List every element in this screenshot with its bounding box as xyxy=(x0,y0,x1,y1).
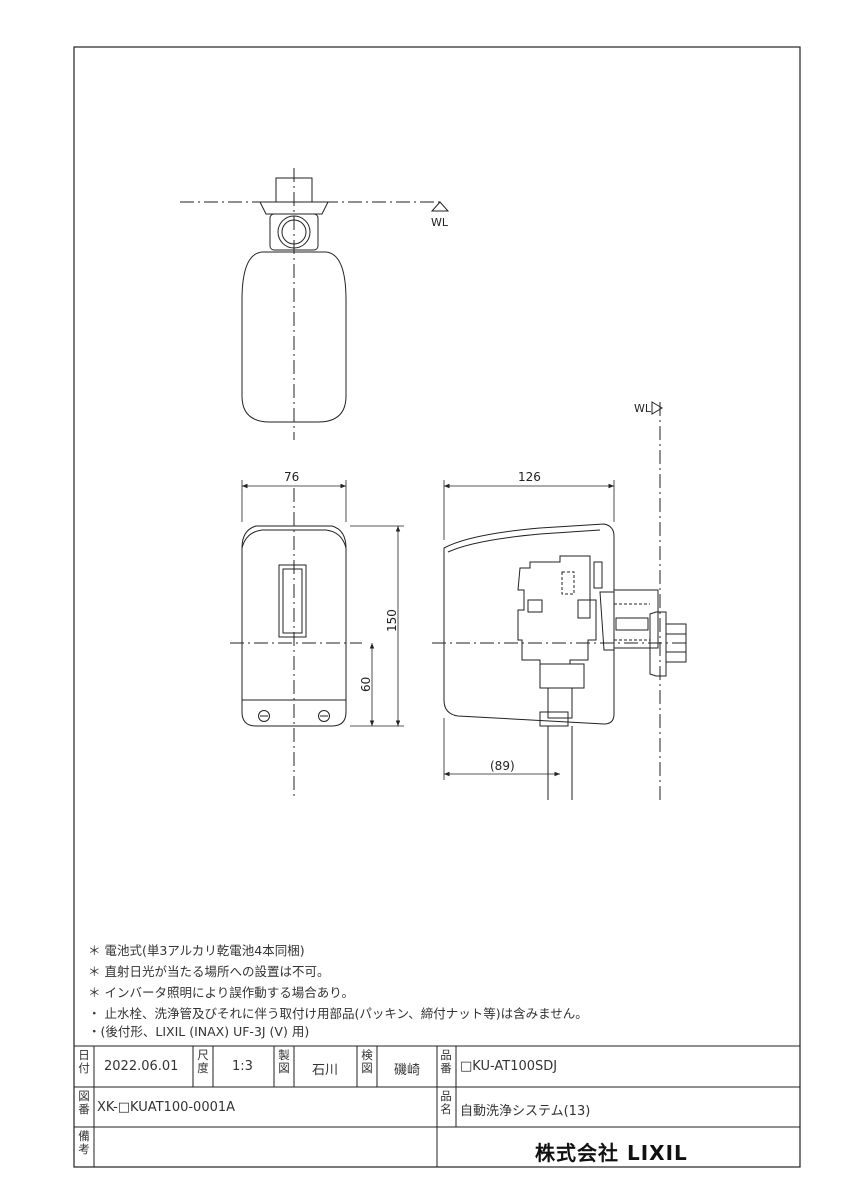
company-logo: 株式会社 LIXIL xyxy=(535,1141,688,1165)
titleblock-grid xyxy=(74,1045,800,1167)
flush-coupling xyxy=(547,687,573,719)
side-view xyxy=(432,401,690,800)
date-label: 日付 xyxy=(78,1048,90,1075)
body-front-outline xyxy=(241,525,347,727)
date-value: 2022.06.01 xyxy=(104,1059,179,1074)
wl-label-side: WL xyxy=(634,402,652,415)
screw-left xyxy=(258,710,270,722)
checked-value: 磯崎 xyxy=(394,1063,421,1078)
side-cover-line xyxy=(447,529,601,553)
inlet-nut xyxy=(649,611,667,677)
flush-nut xyxy=(539,711,569,727)
dim-inlet-label: 60 xyxy=(359,677,373,692)
rear-plate xyxy=(599,591,615,651)
scale-value: 1:3 xyxy=(232,1059,253,1074)
wl-marker-side xyxy=(651,401,663,415)
part-no-label: 品番 xyxy=(440,1048,452,1075)
valve-block-a xyxy=(527,599,543,613)
dim-width-label: 76 xyxy=(284,470,299,484)
inlet-pipe-end xyxy=(665,623,687,663)
valve-clip xyxy=(593,561,603,589)
remarks-label: 備考 xyxy=(78,1129,90,1156)
drawing-no-label: 図番 xyxy=(78,1089,90,1116)
valve-block-b xyxy=(577,599,591,619)
checked-label: 検図 xyxy=(361,1048,373,1075)
inlet-housing-top xyxy=(269,213,319,251)
dim-depth-label: 126 xyxy=(518,470,541,484)
sensor-window-inner xyxy=(282,568,303,634)
dim-height-label: 150 xyxy=(385,609,399,632)
note-sunlight: ＊ 直射日光が当たる場所への設置は不可。 xyxy=(88,964,330,979)
product-label: 品名 xyxy=(440,1089,452,1116)
screw-right xyxy=(318,710,330,722)
note-retrofit: ・(後付形、LIXIL (INAX) UF-3J (V) 用) xyxy=(88,1024,310,1039)
note-parts: ・ 止水栓、洗浄管及びそれに伴う取付け用部品(パッキン、締付ナット等)は含みませ… xyxy=(88,1006,588,1021)
drawn-value: 石川 xyxy=(312,1063,339,1078)
dim-offset-label: (89) xyxy=(490,759,515,773)
note-inverter: ＊ インバータ照明により誤作動する場合あり。 xyxy=(88,985,354,1000)
front-dimensions xyxy=(241,480,404,727)
wl-marker-top xyxy=(430,201,450,212)
note-battery: ＊ 電池式(単3アルカリ乾電池4本同梱) xyxy=(88,943,305,958)
product-value: 自動洗浄システム(13) xyxy=(460,1104,591,1119)
sensor-window-outer xyxy=(278,564,307,638)
top-cover-line xyxy=(241,529,347,549)
valve-port-dashed xyxy=(561,571,575,595)
part-no-value: □KU-AT100SDJ xyxy=(460,1059,558,1074)
inlet-adapter xyxy=(613,589,659,649)
front-view xyxy=(230,488,362,800)
valve-body xyxy=(517,555,597,665)
side-dimensions xyxy=(443,480,615,780)
wl-label-top: WL xyxy=(431,216,449,229)
flush-outlet xyxy=(539,663,585,689)
drawn-label: 製図 xyxy=(278,1048,290,1075)
body-top-outline xyxy=(241,251,347,423)
inlet-ring-inner xyxy=(281,219,307,245)
drawing-no-value: XK-□KUAT100-0001A xyxy=(97,1100,236,1115)
scale-label: 尺度 xyxy=(197,1048,209,1075)
bracket-top xyxy=(259,201,329,215)
top-view xyxy=(180,168,450,440)
inlet-nipple xyxy=(615,617,649,631)
inlet-ring-outer xyxy=(277,215,311,249)
body-side-outline xyxy=(443,523,615,725)
